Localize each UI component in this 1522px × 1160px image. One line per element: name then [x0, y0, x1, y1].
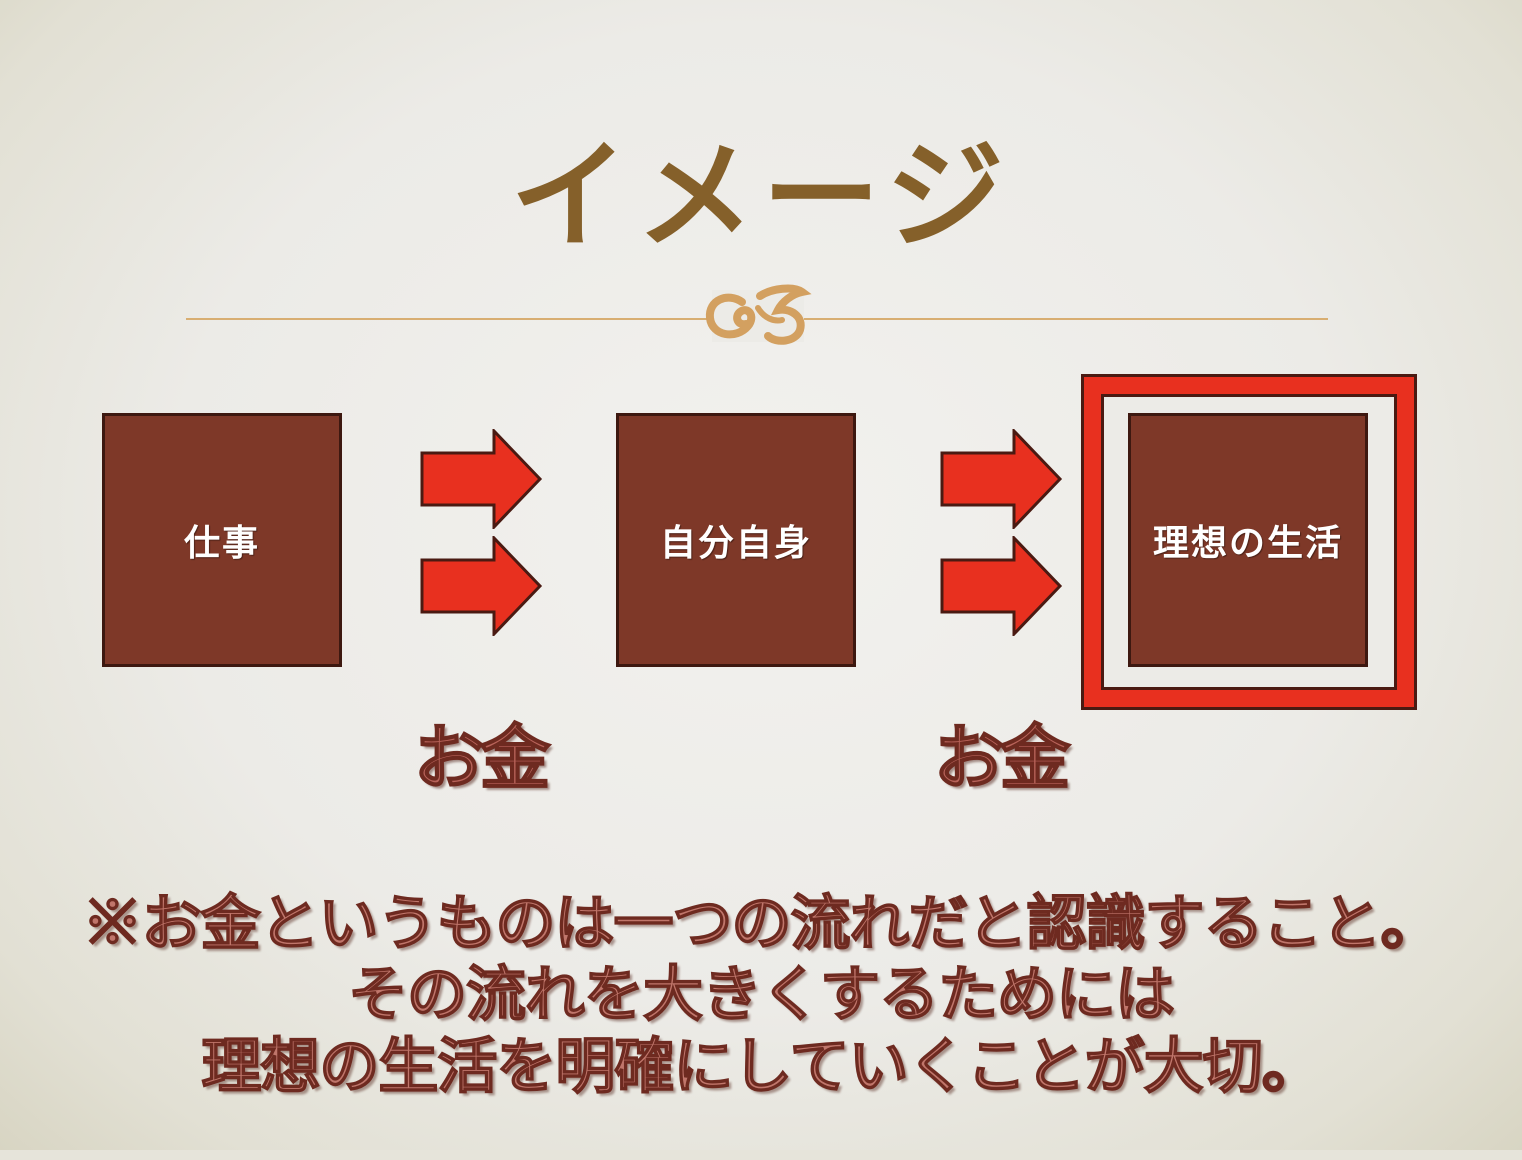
swirl-ornament-icon [705, 284, 812, 345]
flow-box-label: 自分自身 [659, 522, 812, 564]
arrow-right-icon [420, 429, 543, 529]
slide-title: イメージ [510, 126, 1012, 265]
flow-box-label: 理想の生活 [1152, 522, 1343, 564]
flow-box-label: 仕事 [183, 522, 260, 564]
arrow-right-icon [420, 536, 543, 636]
arrow-right-icon [940, 536, 1063, 636]
message-line: その流れを大きくするためには [347, 959, 1176, 1031]
flow-box-work: 仕事 [102, 413, 342, 667]
flow-box-ideal-life: 理想の生活 [1128, 413, 1368, 667]
bottom-strip [0, 1150, 1522, 1160]
connector-label-money: お金 [933, 715, 1071, 800]
arrow-right-icon [940, 429, 1063, 529]
flow-box-self: 自分自身 [616, 413, 856, 667]
connector-label-money: お金 [413, 715, 551, 800]
message-line: ※お金というものは一つの流れだと認識すること。 [82, 888, 1442, 960]
message-line: 理想の生活を明確にしていくことが大切。 [201, 1031, 1323, 1103]
